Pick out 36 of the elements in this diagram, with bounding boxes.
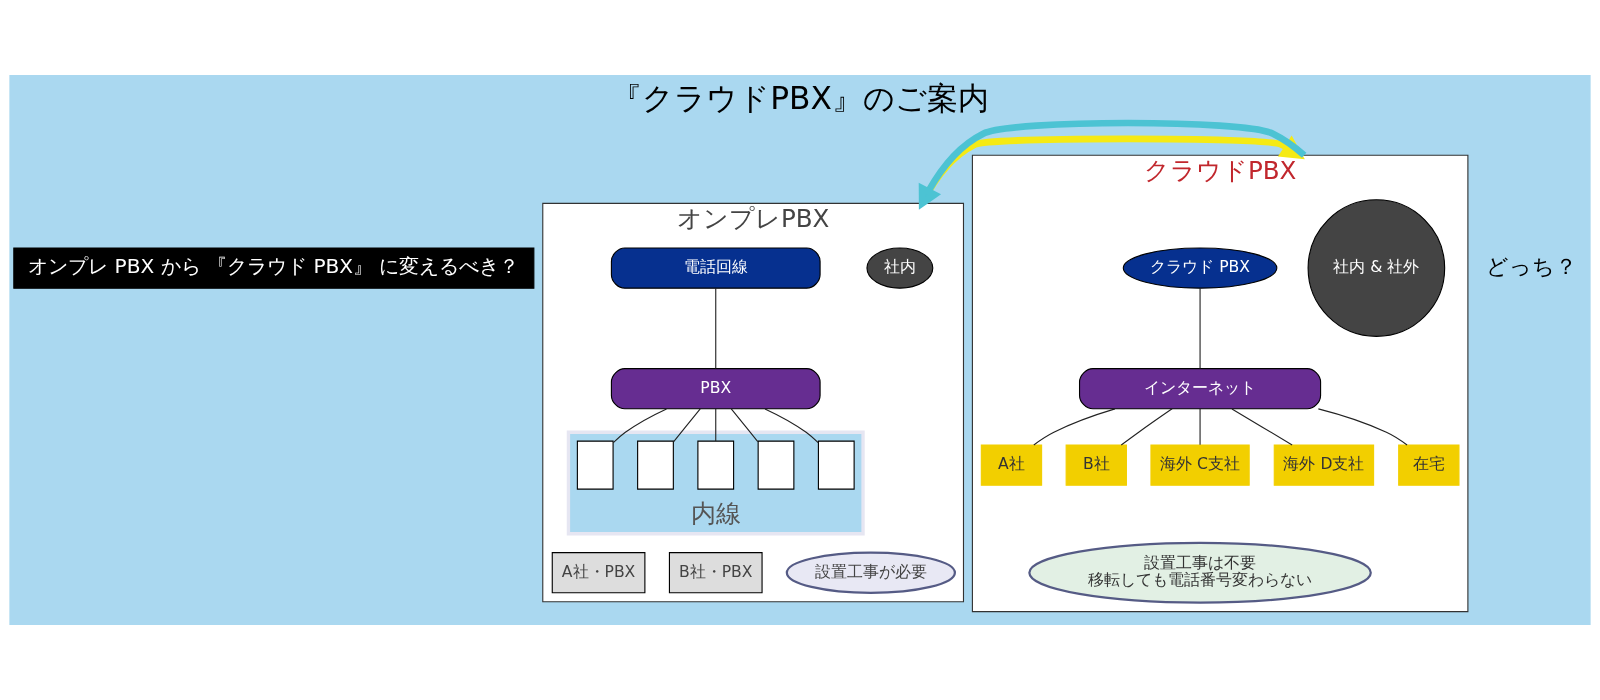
connector (1231, 408, 1293, 446)
label: どっち？ (1486, 252, 1577, 279)
connector (1033, 408, 1116, 446)
connector (715, 408, 717, 442)
node-box (697, 440, 735, 490)
node-box: B社・PBX (668, 552, 763, 594)
node-box: 電話回線 (610, 247, 821, 289)
diagram-title: 『クラウドPBX』のご案内 (611, 79, 989, 116)
node-box: 海外 C支社 (1150, 444, 1250, 486)
node-circle: 社内 & 社外 (1307, 199, 1446, 337)
cluster: 内線 (566, 430, 865, 536)
node-box: PBX (610, 368, 821, 410)
node-box (576, 440, 614, 490)
node-ellipse: クラウド PBX (1122, 247, 1278, 289)
node-box: 海外 D支社 (1273, 444, 1375, 486)
connector (612, 408, 668, 444)
node-ellipse: 設置工事が必要 (785, 551, 956, 594)
node-box: A社 (980, 444, 1043, 486)
node-box (757, 440, 795, 490)
node-box: A社・PBX (551, 552, 646, 594)
node-box: インターネット (1079, 368, 1322, 410)
node-box (637, 440, 674, 490)
connector (764, 408, 819, 444)
node-ellipse: 設置工事は不要 移転しても電話番号変わらない (1028, 541, 1372, 604)
node-box (817, 440, 855, 490)
connector (730, 408, 759, 443)
connector (1199, 408, 1201, 446)
connector (1120, 408, 1173, 446)
node-box: オンプレ PBX から 『クラウド PBX』 に変えるべき？ (13, 247, 535, 289)
connector (715, 287, 717, 370)
connector (1199, 287, 1201, 370)
connector (673, 408, 701, 443)
node-box: 在宅 (1398, 444, 1460, 486)
connector (1317, 408, 1408, 446)
node-ellipse: 社内 (866, 247, 934, 289)
node-box: B社 (1065, 444, 1127, 486)
